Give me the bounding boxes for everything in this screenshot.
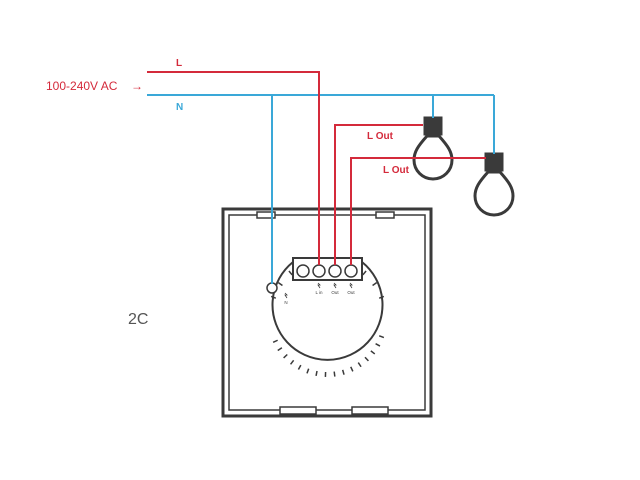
bulb-2-icon [473, 152, 515, 217]
ring-tooth [315, 370, 318, 377]
terminal-label-line: L in [315, 290, 323, 295]
ring-tooth [362, 270, 367, 276]
ring-tooth [357, 362, 362, 368]
out2-wire-label: L Out [383, 165, 410, 176]
terminal-label-neutral: N [284, 300, 287, 305]
ring-tooth [350, 366, 354, 372]
ring-tooth [375, 343, 381, 347]
live-wire-label: L [176, 58, 182, 69]
ring-tooth [277, 281, 283, 287]
supply-arrow-icon: → [131, 79, 143, 93]
terminal-out2 [344, 264, 358, 278]
ring-tooth [341, 369, 345, 375]
supply-voltage-label: 100-240V AC [46, 79, 118, 93]
ring-tooth [288, 270, 293, 276]
terminal-label-out1: Out [331, 290, 339, 295]
ring-tooth [364, 356, 369, 362]
terminal-out1 [328, 264, 342, 278]
ring-tooth [372, 281, 378, 287]
ring-tooth [378, 295, 385, 299]
neutral-wires [147, 94, 495, 284]
terminal-l-in [312, 264, 326, 278]
ring-tooth [283, 353, 288, 359]
terminal-lightning-icons [284, 282, 353, 299]
live-wires [147, 71, 486, 265]
ring-tooth [277, 347, 283, 352]
ring-tooth [333, 371, 336, 377]
terminal-label-out2: Out [347, 290, 355, 295]
ring-tooth [370, 350, 376, 355]
switch-plate [221, 207, 433, 418]
out1-wire-label: L Out [367, 131, 394, 142]
model-label: 2C [128, 311, 148, 328]
ring-tooth [297, 364, 302, 370]
ring-tooth [289, 359, 295, 365]
bulb-1-icon [412, 116, 454, 181]
ring-tooth [306, 368, 310, 374]
terminal-neutral [266, 282, 278, 294]
ring-tooth [270, 295, 277, 299]
ring-tooth [272, 339, 278, 344]
ring-tooth [378, 335, 385, 339]
mounting-ring [270, 257, 385, 377]
neutral-wire-label: N [176, 102, 183, 113]
